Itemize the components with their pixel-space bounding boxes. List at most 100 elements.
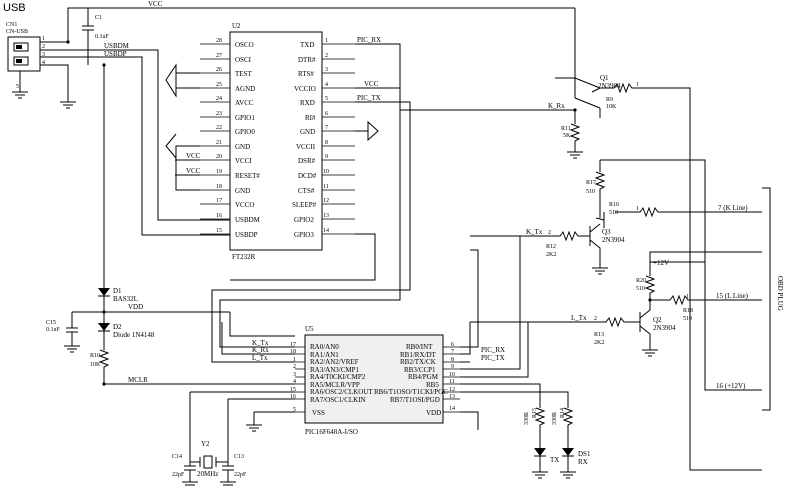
u2-pin-num-22: 22 [216, 125, 222, 131]
u2-pin-num-1: 1 [325, 38, 328, 44]
ground-u2-pin-7 [367, 120, 379, 142]
u2-pin-num-10: 10 [323, 169, 329, 175]
u2-left-pins: 28 OSCO 27 OSCI 26 TEST 25 AGND 24 AVCC … [200, 38, 261, 239]
u2-pin-name-txd: TXD [300, 41, 314, 49]
net-label-k-rx: K_Rx [548, 102, 565, 110]
capacitor-c14-symbol [182, 462, 198, 486]
resistor-r13-ref: R13 [594, 332, 604, 338]
obd-plug-bracket [762, 187, 771, 411]
ic-u2-ref: U2 [232, 22, 241, 30]
u2-pin-num-24: 24 [216, 96, 222, 102]
wire-junction [102, 382, 106, 386]
u5-pin-num-9: 9 [451, 364, 454, 370]
usb-connector-slot-top [13, 42, 29, 52]
wire-k-rx-u5 [221, 322, 295, 355]
wire-r18-pin-1: 1 [686, 294, 689, 300]
transistor-q1: Q1 2N3904 [598, 74, 621, 90]
wire-r16-pin-1: 1 [636, 206, 639, 212]
ground-usb [60, 101, 76, 109]
wire-pic-rx [219, 43, 401, 348]
u5-pin-name-ra5: RA5/MCLR/VPP [310, 381, 360, 389]
u2-pin-name-agnd: AGND [235, 85, 255, 93]
net-label-pic-rx: PIC_RX [357, 36, 381, 44]
capacitor-c14-value: 22pF [172, 472, 185, 478]
u2-pin-name-cts: CTS# [298, 187, 315, 195]
wire-k-tx [470, 230, 590, 242]
ic-u5-ref: U5 [305, 325, 314, 333]
u2-pin-num-20: 20 [216, 154, 222, 160]
wire-led-feeds [460, 383, 569, 405]
u2-pin-num-13: 13 [323, 213, 329, 219]
u2-pin-name-vccio: VCCIO [294, 85, 316, 93]
u2-pin-name-dcd: DCD# [298, 172, 317, 180]
u2-pin-name-osci: OSCI [235, 56, 252, 64]
led-ds1-ref: DS1 [578, 450, 591, 458]
u5-pin-num-3: 3 [293, 372, 296, 378]
resistor-r17-ref: R17 [586, 180, 596, 186]
net-label-pic-tx: PIC_TX [357, 94, 381, 102]
wire-l-tx-pin-2: 2 [594, 316, 597, 322]
u2-pin-name-gpio1: GPIO1 [235, 114, 255, 122]
resistor-r12-ref: R12 [546, 244, 556, 250]
led-ds2: TX [532, 448, 559, 479]
u5-pin-name-rb1: RB1/RX/DT [400, 351, 437, 359]
u2-pin-num-16: 16 [216, 213, 222, 219]
wire-k-tx-pin-2: 2 [548, 230, 551, 236]
resistor-r17 [594, 160, 606, 200]
u5-pin-name-ra3: RA3/AN3/CMP1 [310, 366, 360, 374]
usb-connector-name: CN-USB [6, 29, 28, 35]
u2-pin-name-vccii: VCCII [296, 143, 316, 151]
net-label-plus12v: +12V [653, 259, 669, 267]
resistor-r16-line [603, 206, 762, 228]
led-ds2-cathode [532, 455, 548, 479]
wire-vdd-right [460, 411, 479, 430]
diode-d2-symbol [98, 323, 110, 331]
u5-pin-name-ra4: RA4/T0CKI/CMP2 [310, 373, 366, 381]
obd-pin-7: 7 (K Line) [718, 204, 748, 212]
capacitor-c13-ref: C13 [234, 454, 244, 460]
resistor-r15-ref: R15 [532, 408, 538, 418]
usb-pin-3: 3 [42, 52, 45, 58]
u2-left-pin-lines [200, 43, 230, 235]
transistor-q1-ref: Q1 [600, 74, 609, 82]
usb-connector-contact-top [16, 45, 22, 49]
resistor-r9-value: 10K [606, 104, 617, 110]
u2-pin-num-8: 8 [325, 140, 328, 146]
u2-pin-num-4: 4 [325, 82, 328, 88]
obd-pin-16: 16 (+12V) [716, 382, 746, 390]
capacitor-c1-value: 0.1uF [95, 34, 110, 40]
u5-pin-num-16: 16 [290, 394, 296, 400]
u5-pin-name-ra6: RA6/OSC2/CLKOUT [310, 388, 373, 396]
u5-pin-name-rb6: RB6/T1OSO/T1CKI/PGC [374, 388, 448, 396]
net-label-usbdp: USBDP [104, 50, 127, 58]
net-label-usbdm: USBDM [104, 42, 130, 50]
u2-pin-name-reset: RESET# [235, 172, 260, 180]
crystal-y2-value: 20MHz [197, 470, 218, 478]
crystal-y2: Y2 20MHz [190, 440, 228, 478]
u5-pin-name-rb4: RB4/PGM [408, 373, 439, 381]
u2-pin-name-vcci: VCCI [235, 157, 252, 165]
resistor-r16-value: 510 [609, 210, 618, 216]
net-label-vcc-u2-19: VCC [186, 167, 201, 175]
crystal-y2-symbol [190, 455, 228, 469]
u5-pin-name-rb3: RB3/CCP1 [404, 366, 436, 374]
transistor-q1-part: 2N3904 [598, 82, 621, 90]
ic-u2-body [229, 31, 323, 251]
u2-pin-num-14: 14 [323, 228, 329, 234]
u5-pin-name-rb7: RB7/T1OSI/PGD [390, 396, 440, 404]
u5-pin-num-15: 15 [290, 387, 296, 393]
u2-pin-name-dsr: DSR# [298, 157, 316, 165]
wire-usb-gnd [40, 64, 69, 102]
wire-rb1 [460, 322, 471, 355]
resistor-r10-wire [98, 331, 295, 385]
ground-u2-agnd [165, 63, 177, 98]
u5-left-pins: 17 RA0/AN0 18 RA1/AN1 1 RA2/AN2/VREF 2 R… [290, 342, 373, 417]
resistor-r10-value: 10K [90, 362, 101, 368]
u5-pin-name-rb2: RB2/TX/CK [400, 358, 436, 366]
u5-pin-num-2: 2 [293, 364, 296, 370]
u2-pin-num-11: 11 [323, 184, 329, 190]
net-label-l-tx: L_Tx [571, 314, 587, 322]
u2-pin-name-osco: OSCO [235, 41, 254, 49]
ground-q2 [642, 349, 658, 357]
